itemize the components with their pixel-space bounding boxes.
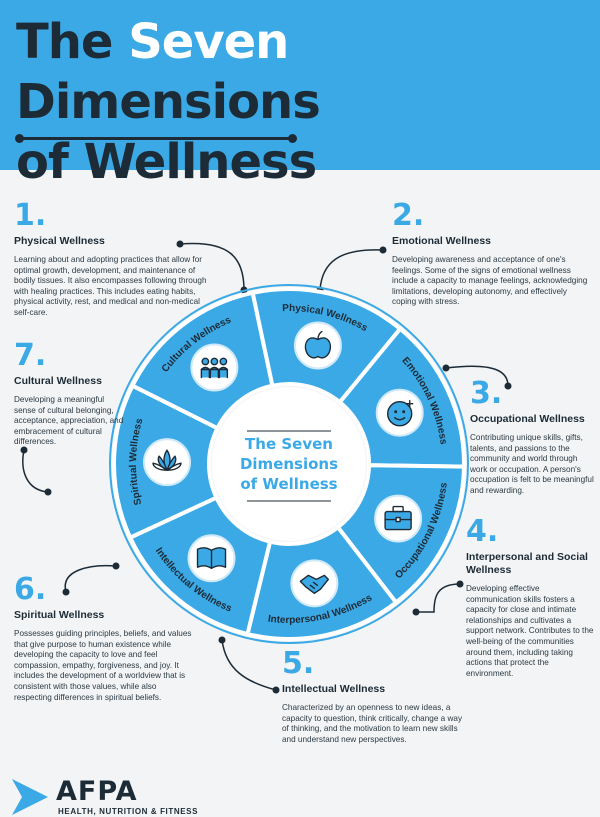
dimension-occupational: 3. Occupational Wellness Contributing un… bbox=[470, 378, 594, 497]
center-label-line: Dimensions bbox=[239, 455, 339, 473]
dimension-number: 5. bbox=[282, 646, 315, 681]
connector-dot bbox=[442, 364, 450, 372]
lotus-icon bbox=[143, 438, 192, 487]
dimension-title: Occupational Wellness bbox=[470, 413, 585, 425]
dimension-interpersonal: 4. Interpersonal and Social Wellness Dev… bbox=[466, 516, 594, 679]
dimension-description: Characterized by an openness to new idea… bbox=[282, 703, 463, 744]
logo-text: AFPA bbox=[56, 776, 138, 807]
dimension-description: Developing a meaningful sense of cultura… bbox=[14, 395, 124, 447]
dimension-physical: 1. Physical Wellness Learning about and … bbox=[14, 200, 214, 319]
wheel-segment bbox=[245, 524, 399, 641]
title-text: The bbox=[16, 14, 129, 70]
connector-dot bbox=[379, 246, 387, 254]
connector-line bbox=[22, 449, 49, 493]
dimension-number: 1. bbox=[14, 198, 47, 233]
wheel-segment bbox=[250, 287, 403, 406]
dimension-number: 6. bbox=[14, 572, 47, 607]
title-accent-text: Seven bbox=[128, 14, 289, 70]
segment-label: Physical Wellness bbox=[282, 303, 369, 334]
connector-dot bbox=[272, 686, 280, 694]
connector-dot bbox=[316, 286, 324, 294]
center-label-line: The Seven bbox=[245, 435, 333, 453]
center-label-line: of Wellness bbox=[240, 475, 338, 493]
dimension-description: Learning about and adopting practices th… bbox=[14, 255, 207, 317]
dimension-intellectual: 5. Intellectual Wellness Characterized b… bbox=[282, 648, 468, 745]
segment-label: Interpersonal Wellness bbox=[267, 592, 374, 626]
afpa-logo-icon bbox=[12, 779, 48, 815]
logo-subtext: HEALTH, NUTRITION & FITNESS bbox=[58, 807, 199, 816]
dimension-spiritual: 6. Spiritual Wellness Possesses guiding … bbox=[14, 574, 194, 703]
dimension-number: 2. bbox=[392, 198, 425, 233]
wheel-segment bbox=[112, 383, 221, 541]
segment-label: Emotional Wellness bbox=[400, 355, 449, 445]
segment-label: Spiritual Wellness bbox=[128, 417, 146, 507]
connector-line bbox=[319, 249, 384, 291]
connector-dot bbox=[44, 488, 52, 496]
group-of-people-icon bbox=[190, 343, 239, 392]
dimension-title: Emotional Wellness bbox=[392, 235, 491, 247]
dimension-title: Intellectual Wellness bbox=[282, 683, 386, 695]
connector-dot bbox=[412, 608, 420, 616]
header-banner bbox=[0, 0, 600, 170]
dimension-title: Cultural Wellness bbox=[14, 375, 102, 387]
title-line-2: of Wellness bbox=[16, 134, 317, 190]
smiling-face-icon bbox=[375, 388, 424, 437]
dimension-description: Developing awareness and acceptance of o… bbox=[392, 255, 588, 307]
connector-line bbox=[221, 639, 277, 691]
dimension-cultural: 7. Cultural Wellness Developing a meanin… bbox=[14, 340, 126, 448]
segment-label: Cultural Wellness bbox=[160, 315, 233, 375]
wheel-center-label: The Seven Dimensions of Wellness bbox=[221, 434, 357, 494]
wheel-segment bbox=[336, 326, 466, 469]
dimension-title: Interpersonal and Social Wellness bbox=[466, 551, 588, 576]
dimension-title: Physical Wellness bbox=[14, 235, 105, 247]
book-icon bbox=[187, 534, 236, 583]
dimension-number: 3. bbox=[470, 376, 503, 411]
connector-dot bbox=[218, 636, 226, 644]
connector-dot bbox=[456, 580, 464, 588]
connector-dot bbox=[240, 286, 248, 294]
handshake-icon bbox=[290, 559, 339, 608]
dimension-description: Developing effective communication skill… bbox=[466, 584, 594, 678]
dimension-number: 7. bbox=[14, 338, 47, 373]
apple-icon bbox=[293, 321, 342, 370]
connector-line bbox=[416, 583, 461, 613]
dimension-number: 4. bbox=[466, 514, 499, 549]
connector-dot bbox=[112, 562, 120, 570]
page-title: The Seven Dimensions of Wellness bbox=[16, 12, 600, 192]
dimension-description: Possesses guiding principles, beliefs, a… bbox=[14, 629, 192, 702]
title-underline bbox=[15, 134, 297, 143]
briefcase-icon bbox=[374, 494, 423, 543]
title-line-1: The Seven Dimensions bbox=[16, 12, 600, 132]
segment-label: Occupational Wellness bbox=[393, 481, 450, 581]
dimension-description: Contributing unique skills, gifts, talen… bbox=[470, 433, 594, 495]
dimension-title: Spiritual Wellness bbox=[14, 609, 105, 621]
dimension-emotional: 2. Emotional Wellness Developing awarene… bbox=[392, 200, 588, 308]
title-text: Dimensions bbox=[16, 74, 321, 130]
